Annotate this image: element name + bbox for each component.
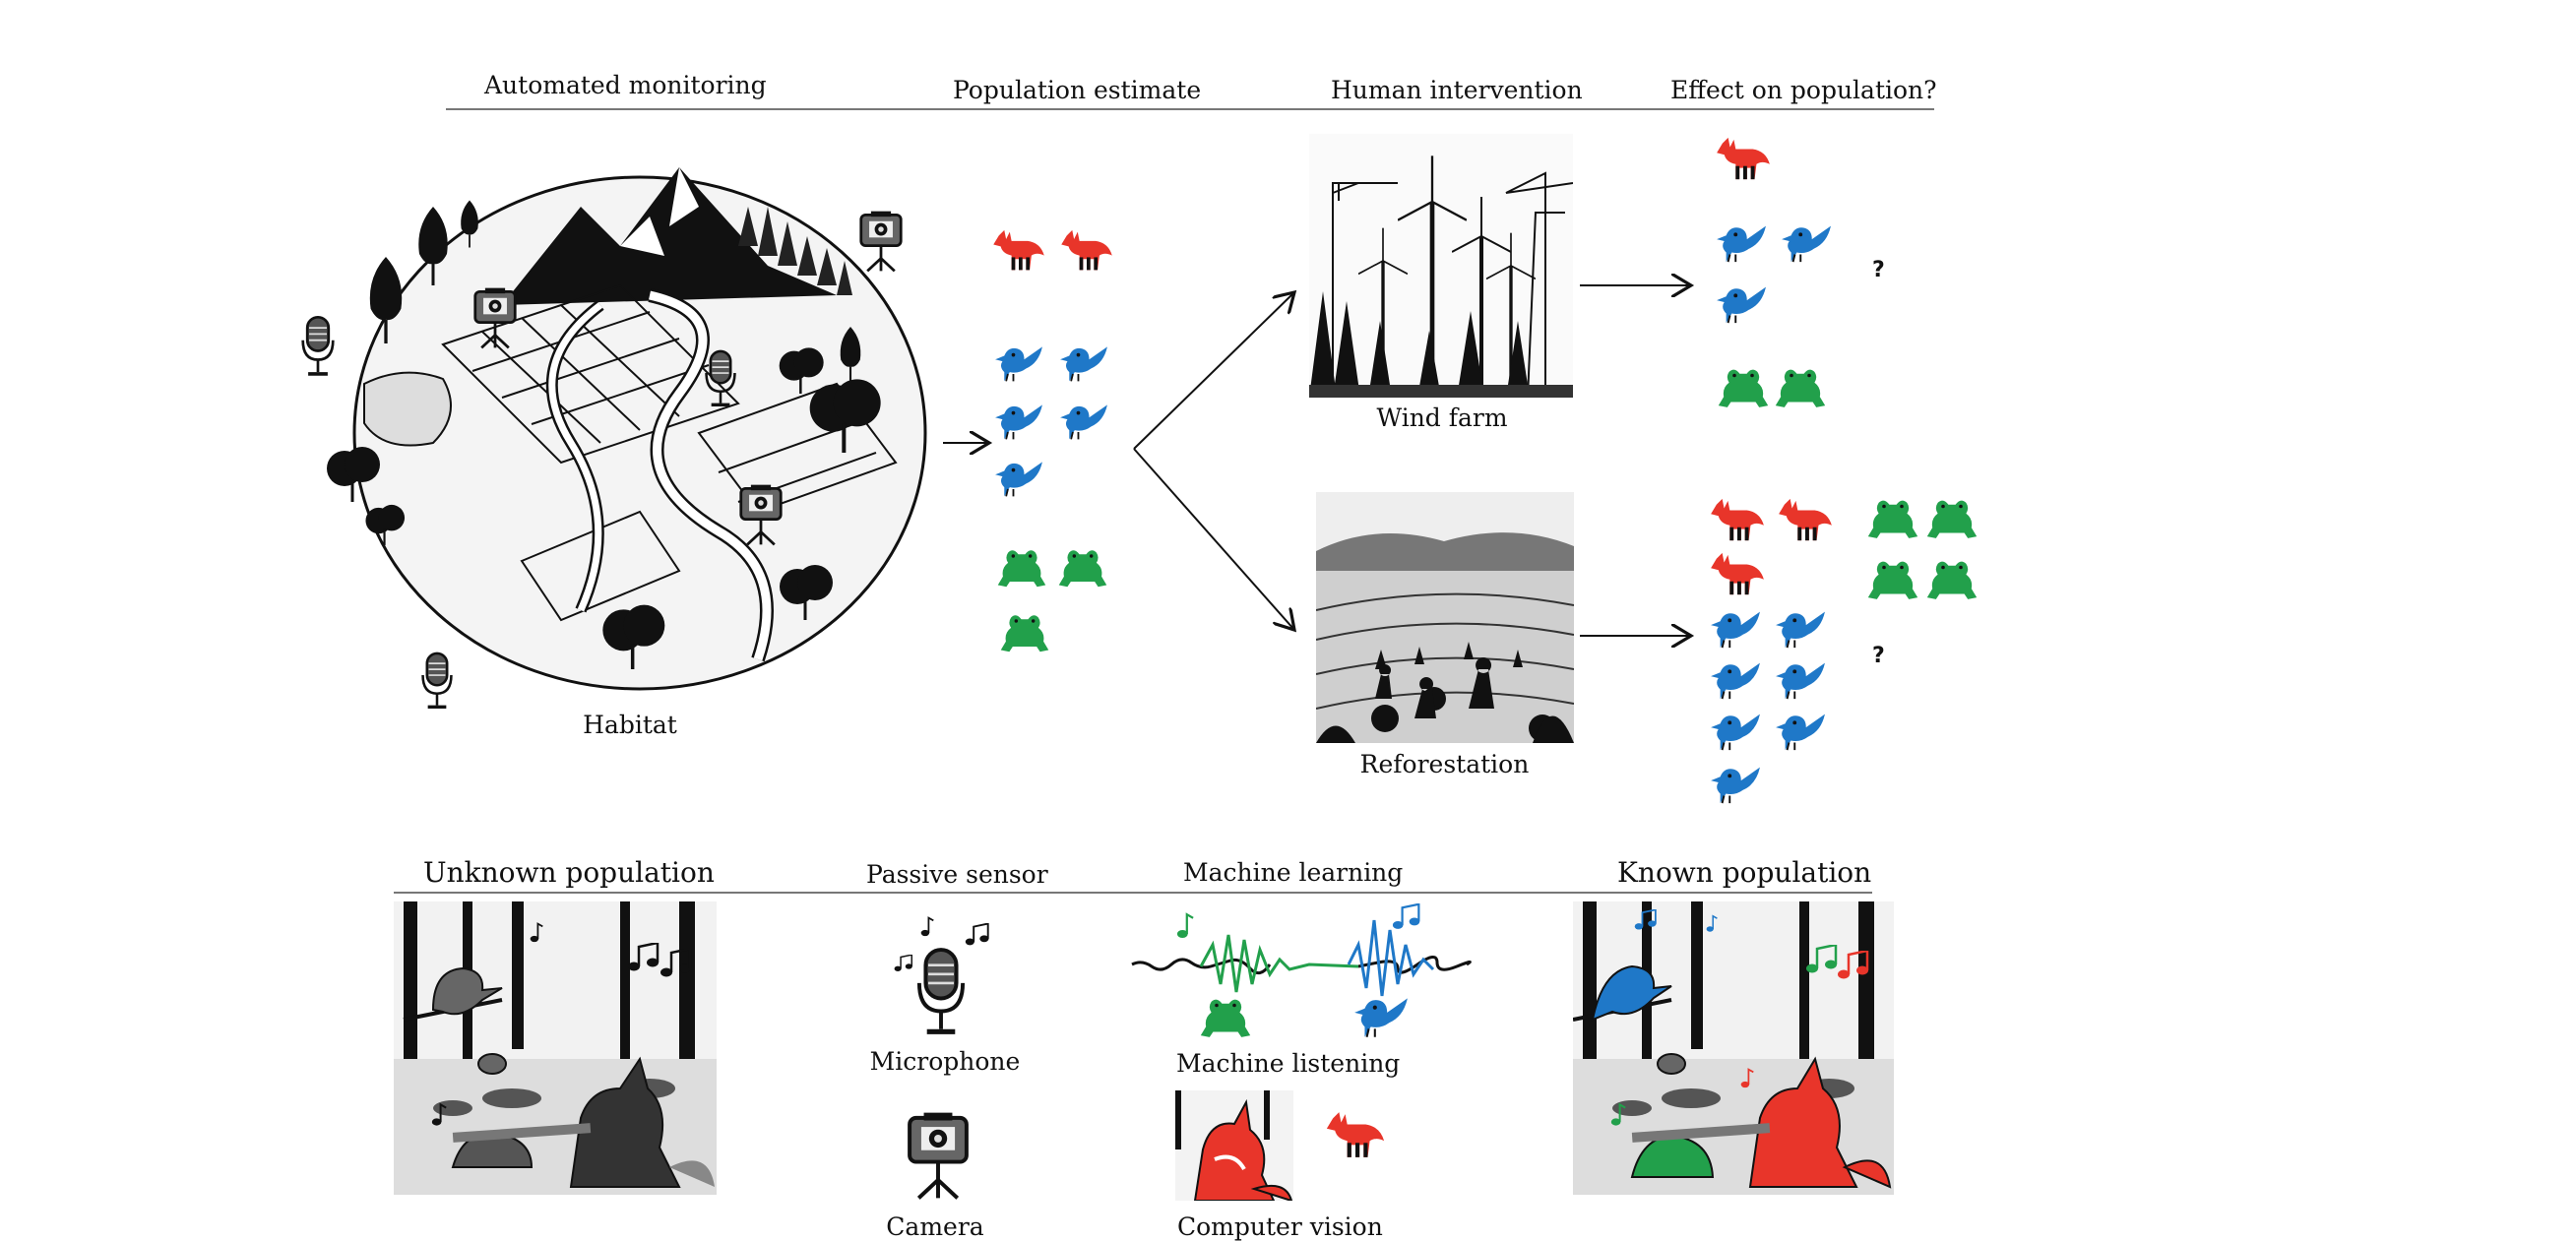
windfarm-label: Wind farm xyxy=(1376,404,1508,432)
microphone-label: Microphone xyxy=(869,1047,1021,1076)
known-population-illustration xyxy=(1573,901,1894,1195)
header-machine-learning: Machine learning xyxy=(1183,858,1404,887)
unknown-population-illustration xyxy=(394,901,717,1195)
header-human-intervention: Human intervention xyxy=(1331,76,1583,104)
windfarm-illustration xyxy=(1309,134,1573,398)
habitat-label: Habitat xyxy=(583,711,677,739)
habitat-illustration xyxy=(325,148,955,699)
music-note-icon xyxy=(1634,909,1658,931)
music-note-icon xyxy=(1740,1068,1754,1088)
top-header-rule xyxy=(446,108,1934,110)
music-note-icon xyxy=(1610,1103,1626,1126)
to-windfarm-arrow xyxy=(1133,292,1294,450)
camera-label: Camera xyxy=(886,1212,984,1241)
music-note-icon xyxy=(1837,951,1870,980)
header-population-estimate: Population estimate xyxy=(953,76,1202,104)
computer-vision-label: Computer vision xyxy=(1177,1212,1383,1241)
to-reforestation-arrow xyxy=(1133,448,1294,630)
reforestation-illustration xyxy=(1316,492,1574,743)
music-note-icon xyxy=(1805,945,1839,974)
music-note-icon xyxy=(1706,914,1718,933)
reforestation-question-mark: ? xyxy=(1872,644,1885,668)
header-effect-on-population: Effect on population? xyxy=(1670,76,1937,104)
windfarm-question-mark: ? xyxy=(1872,258,1885,282)
header-passive-sensor: Passive sensor xyxy=(866,860,1048,889)
waveform-bird xyxy=(1347,919,1435,997)
waveform-frog xyxy=(1199,934,1359,993)
header-automated-monitoring: Automated monitoring xyxy=(484,71,767,99)
machine-listening-label: Machine listening xyxy=(1176,1049,1401,1078)
computer-vision-photo xyxy=(1175,1090,1293,1201)
bottom-header-rule xyxy=(394,892,1872,894)
header-known-population: Known population xyxy=(1617,856,1872,889)
header-unknown-population: Unknown population xyxy=(423,856,715,889)
reforestation-label: Reforestation xyxy=(1359,750,1530,778)
